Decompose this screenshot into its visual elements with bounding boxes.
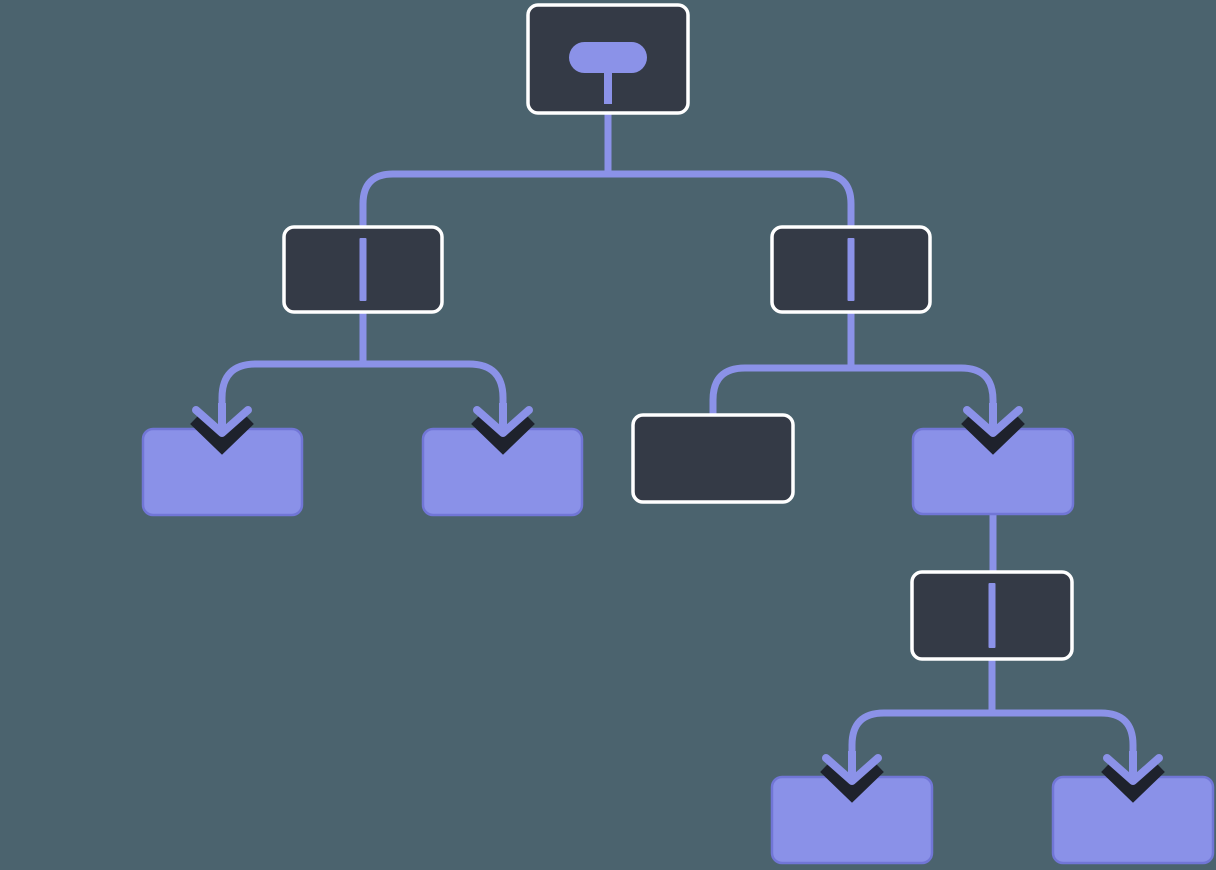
arrow-purple-chevron bbox=[822, 754, 882, 785]
pass-through-line-icon bbox=[359, 238, 367, 301]
arrow-black-chevron bbox=[961, 413, 1025, 455]
arrow-black-chevron bbox=[471, 413, 535, 455]
connector-line-tier-1-bar-to-branches bbox=[359, 170, 855, 227]
arrow-purple-chevron bbox=[192, 406, 252, 437]
pass-through-line-icon bbox=[988, 583, 996, 648]
root-icon bbox=[569, 42, 647, 104]
tree-node-root bbox=[526, 3, 690, 115]
arrow-down-icon bbox=[471, 403, 535, 455]
arrow-purple-chevron bbox=[473, 406, 533, 437]
pass-through-line-icon bbox=[847, 238, 855, 301]
root-pill-shape bbox=[569, 42, 647, 73]
tree-node-branch-rr-sub bbox=[910, 570, 1074, 661]
arrow-black-chevron bbox=[190, 413, 254, 455]
connector-line-tier-2l-bar-to-leaves bbox=[218, 360, 507, 429]
arrow-down-icon bbox=[190, 403, 254, 455]
root-stem-shape bbox=[604, 71, 612, 104]
tree-node-branch-right bbox=[770, 225, 932, 314]
arrow-black-chevron bbox=[1101, 761, 1165, 803]
arrow-purple-chevron bbox=[963, 406, 1023, 437]
arrow-purple-chevron bbox=[1103, 754, 1163, 785]
arrow-down-icon bbox=[961, 403, 1025, 455]
tree-node-branch-left bbox=[282, 225, 444, 314]
tree-node-leaf-rl-dark bbox=[631, 413, 795, 504]
arrow-black-chevron bbox=[820, 761, 884, 803]
arrow-down-icon bbox=[1101, 751, 1165, 803]
arrow-down-icon bbox=[820, 751, 884, 803]
connector-line-tier-2r-bar-to-children bbox=[709, 364, 997, 429]
dark-node-box bbox=[631, 413, 795, 504]
connector-line-tier-3-bar-to-bottom-leaves bbox=[848, 709, 1137, 777]
